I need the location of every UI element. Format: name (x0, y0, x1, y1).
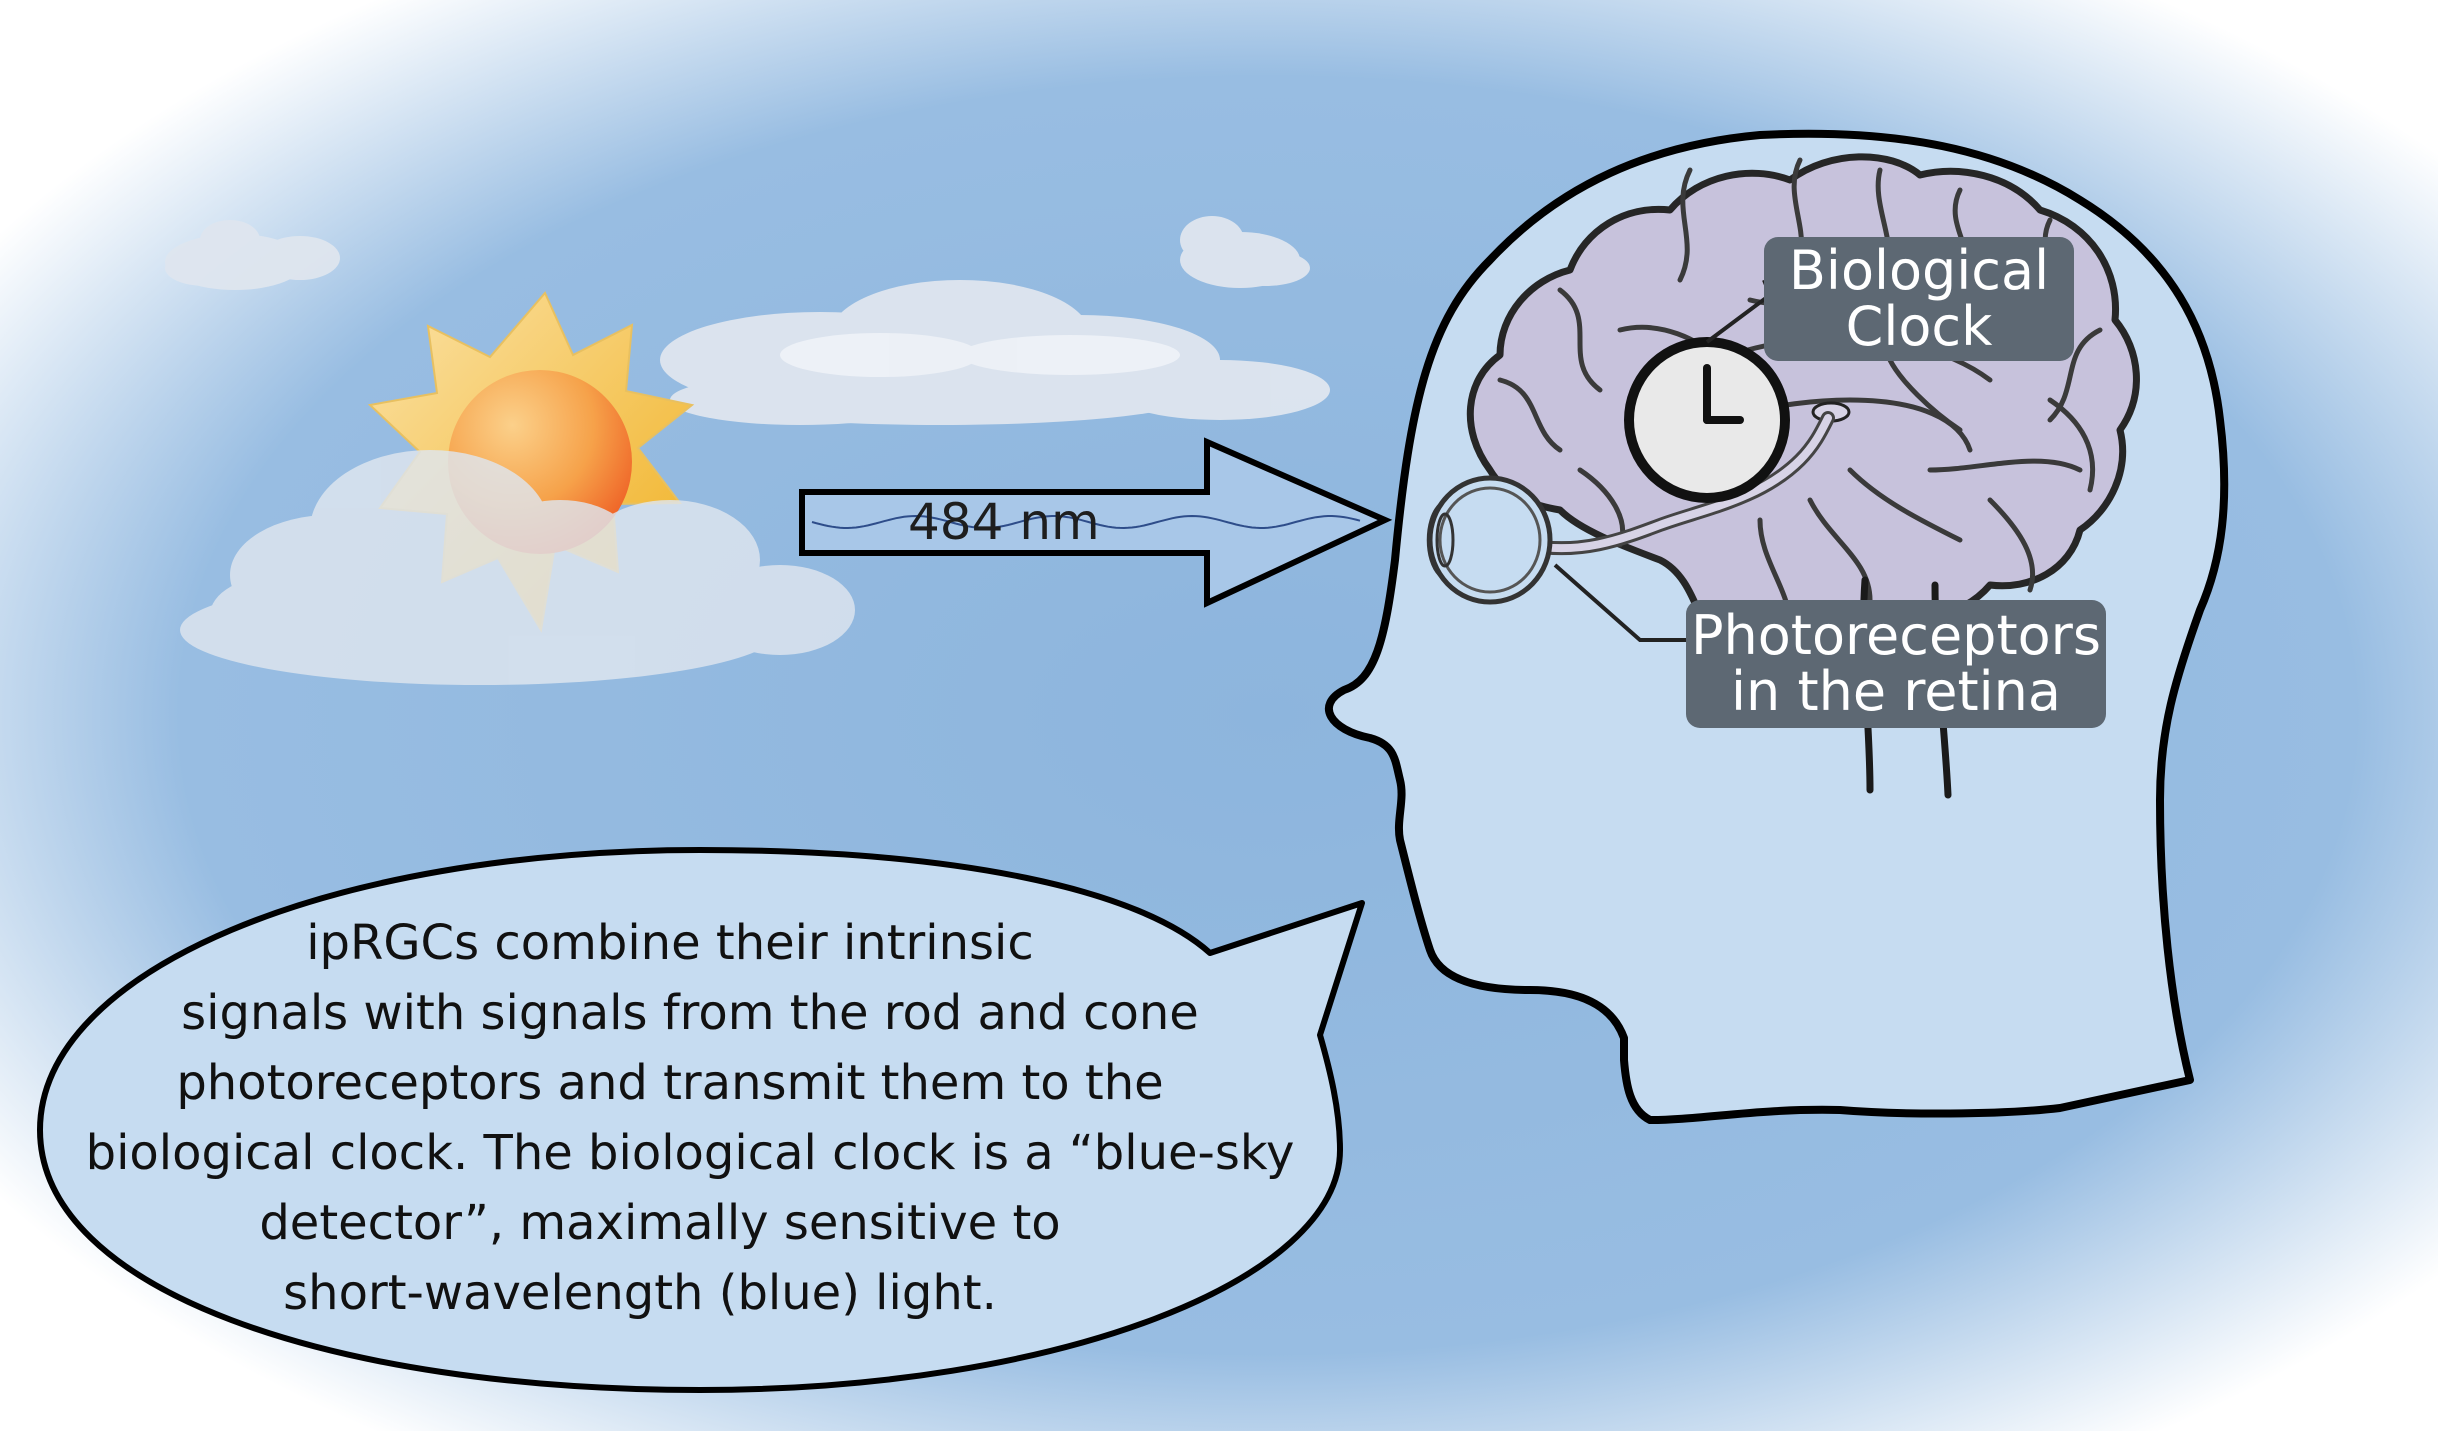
eye-icon (1426, 475, 1553, 605)
wavelength-label: 484 nm (908, 493, 1100, 551)
speech-bubble-text: ipRGCs combine their intrinsic signals wi… (40, 908, 1340, 1328)
optic-nerve-inner (1524, 414, 1832, 553)
speech-bubble-line: biological clock. The biological clock i… (85, 1125, 1295, 1181)
speech-bubble-line: photoreceptors and transmit them to the (176, 1055, 1164, 1111)
speech-bubble (37, 847, 1365, 1393)
cloud-icon (165, 220, 340, 290)
photoreceptors-label-line1: Photoreceptors (1690, 604, 2101, 667)
speech-bubble-line: ipRGCs combine their intrinsic (306, 915, 1034, 971)
cloud-highlight (780, 333, 1180, 377)
biological-clock-label: Biological Clock (1764, 237, 2074, 361)
speech-bubble-line: short-wavelength (blue) light. (283, 1265, 997, 1321)
cloud-icon (1180, 216, 1310, 288)
speech-bubble-line: detector”, maximally sensitive to (259, 1195, 1061, 1251)
arrow-icon (799, 437, 1393, 608)
biological-clock-label-line2: Clock (1845, 295, 1993, 358)
retina-leader-line (1553, 563, 1690, 642)
clock-icon (1624, 337, 1790, 503)
biological-clock-label-line1: Biological (1788, 239, 2050, 302)
speech-bubble-line: signals with signals from the rod and co… (181, 985, 1199, 1041)
photoreceptors-label-line2: in the retina (1731, 660, 2061, 723)
cloud-icon (180, 450, 855, 685)
photoreceptors-label: Photoreceptors in the retina (1686, 600, 2106, 728)
